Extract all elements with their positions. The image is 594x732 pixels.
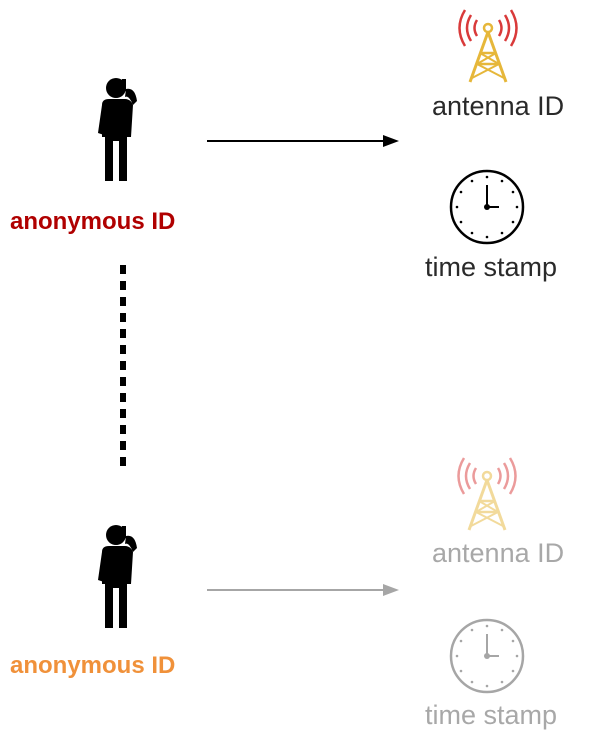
- bottom-clock-icon: [449, 618, 525, 694]
- bottom-antenna-icon: [457, 457, 517, 531]
- bottom-person-group: anonymous ID: [10, 522, 250, 692]
- bottom-antenna-label: antenna ID: [432, 538, 565, 568]
- bottom-time-label: time stamp: [425, 700, 558, 730]
- top-clock-icon: [449, 169, 525, 245]
- top-antenna-label: antenna ID: [432, 91, 565, 121]
- dotted-connector: [120, 265, 126, 470]
- top-person-label: anonymous ID: [10, 208, 176, 235]
- top-person-group: anonymous ID: [10, 75, 250, 245]
- person-phone-icon: [98, 78, 137, 181]
- top-antenna-icon: [458, 9, 518, 83]
- bottom-arrow-icon: [207, 584, 399, 596]
- top-time-label: time stamp: [425, 252, 558, 282]
- person-phone-icon: [98, 525, 137, 628]
- top-arrow-icon: [207, 135, 399, 147]
- bottom-person-label: anonymous ID: [10, 652, 176, 679]
